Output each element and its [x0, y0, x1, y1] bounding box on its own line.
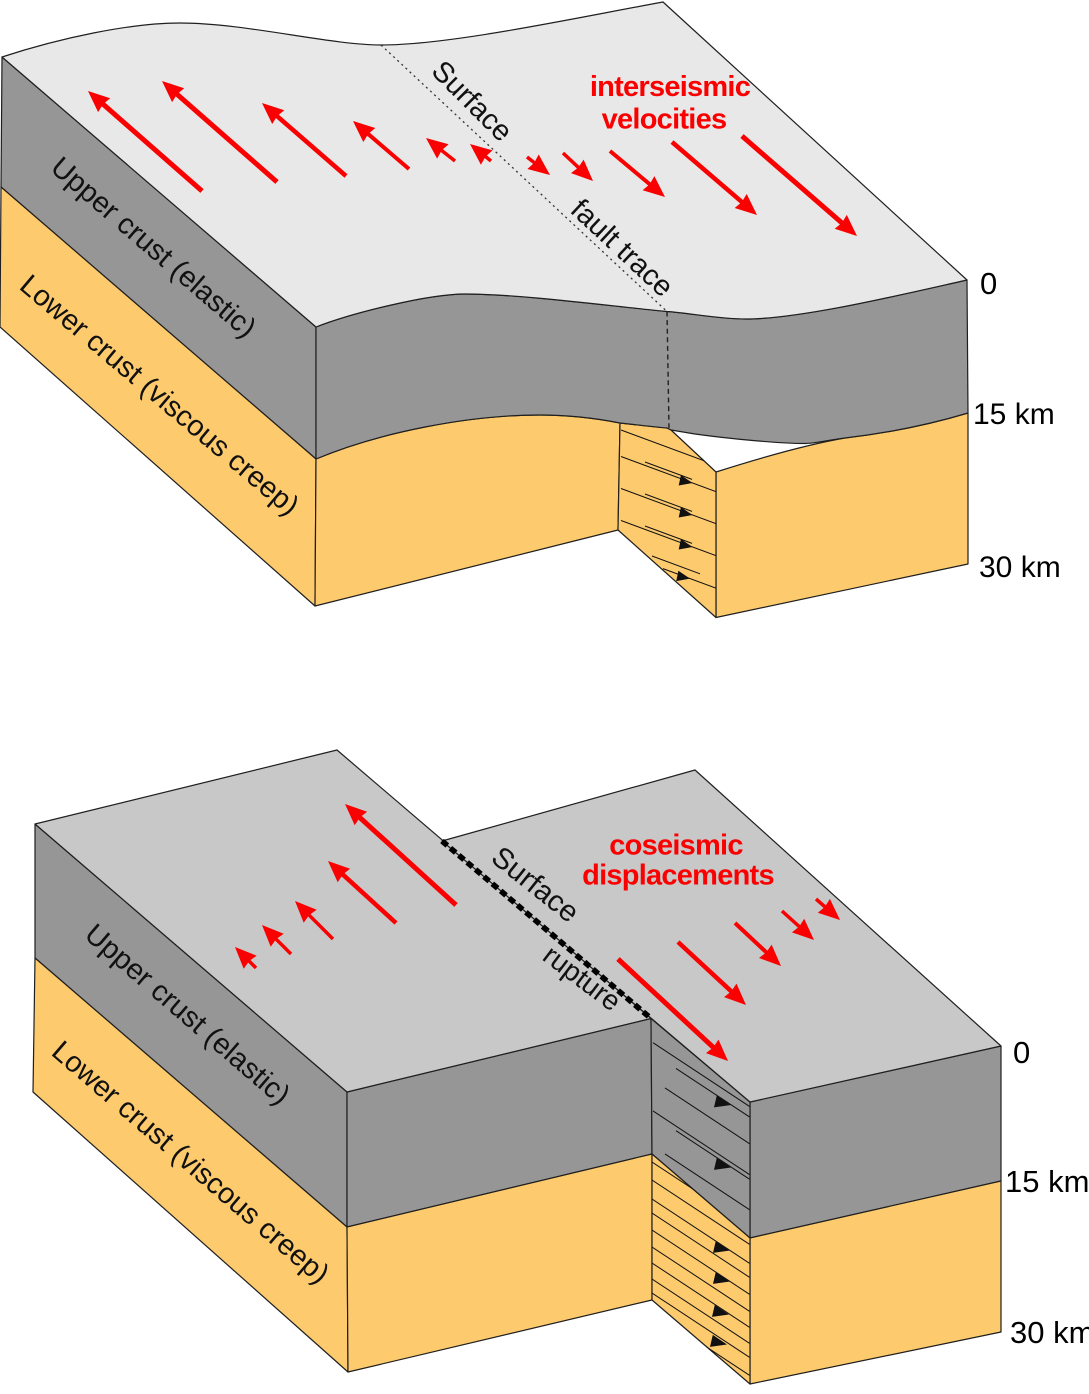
svg-text:0: 0 — [1013, 1035, 1030, 1070]
svg-text:15 km: 15 km — [1005, 1164, 1089, 1199]
svg-text:30 km: 30 km — [979, 551, 1061, 584]
svg-text:15 km: 15 km — [973, 398, 1055, 431]
svg-text:interseismic: interseismic — [590, 71, 751, 103]
svg-text:coseismic: coseismic — [609, 830, 743, 862]
svg-text:30 km: 30 km — [1010, 1315, 1089, 1350]
svg-text:displacements: displacements — [582, 860, 774, 892]
svg-text:0: 0 — [980, 266, 997, 301]
svg-text:velocities: velocities — [602, 104, 727, 136]
